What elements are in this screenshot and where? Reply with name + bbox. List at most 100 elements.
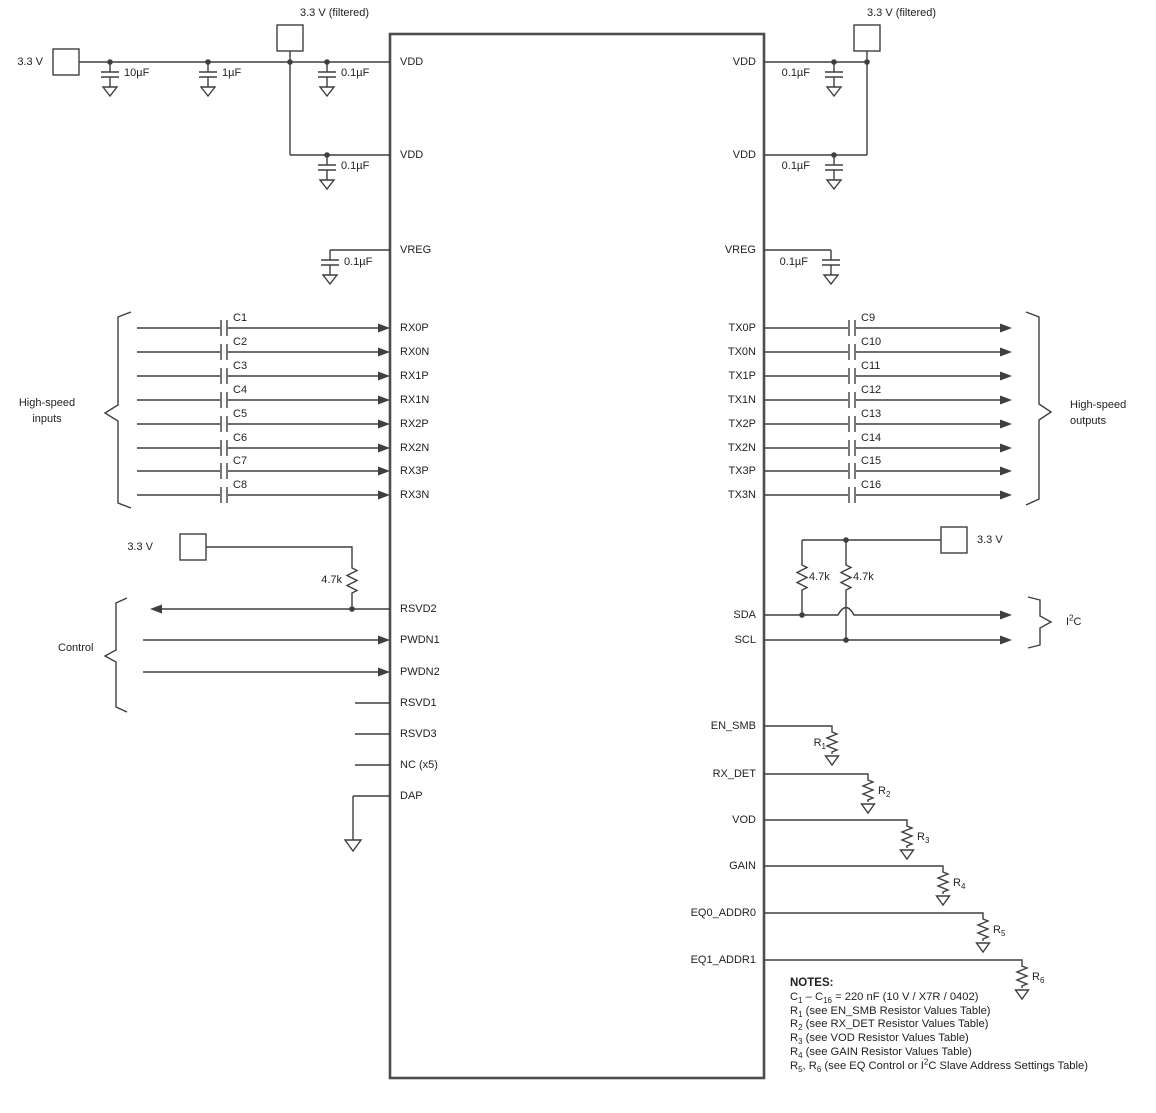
pin-label-rsvd3: RSVD3 bbox=[400, 728, 437, 740]
pullup-resistor-icon bbox=[346, 564, 358, 597]
label-r1: R1 bbox=[813, 737, 826, 752]
pin-label-rx0n: RX0N bbox=[400, 346, 430, 358]
label-r2: R2 bbox=[878, 785, 891, 800]
label-c5: C5 bbox=[233, 408, 248, 420]
left-power-network bbox=[52, 24, 390, 285]
label-c11: C11 bbox=[861, 360, 881, 372]
coupling-cap-icons bbox=[220, 320, 228, 503]
label-3v3-topleft: 3.3 V bbox=[17, 56, 43, 68]
label-c7: C7 bbox=[233, 455, 248, 467]
terminal-3v3-left bbox=[52, 48, 80, 76]
decoupling-cap-icon bbox=[824, 154, 844, 190]
terminal-3v3-filtered-right bbox=[853, 24, 881, 52]
label-c13: C13 bbox=[861, 408, 882, 420]
terminal-3v3-control bbox=[179, 533, 207, 561]
decoupling-cap-icon bbox=[317, 61, 337, 97]
pin-label-tx1p: TX1P bbox=[728, 370, 756, 382]
pin-label-rx3p: RX3P bbox=[400, 465, 429, 477]
label-c6: C6 bbox=[233, 432, 248, 444]
label-3v3-i2c: 3.3 V bbox=[977, 534, 1003, 546]
pin-label-vdd-r2: VDD bbox=[732, 149, 756, 161]
pin-label-vreg-l: VREG bbox=[400, 244, 432, 256]
pin-label-rsvd2: RSVD2 bbox=[400, 603, 437, 615]
pin-label-dap: DAP bbox=[400, 790, 423, 802]
note-line: R4 (see GAIN Resistor Values Table) bbox=[790, 1045, 972, 1061]
high-speed-input-lines bbox=[103, 311, 390, 509]
ic-body bbox=[388, 32, 766, 1080]
label-c4: C4 bbox=[233, 384, 248, 396]
notes-block: NOTES: C1 – C16 = 220 nF (10 V / X7R / 0… bbox=[790, 977, 1088, 1074]
label-high-speed-outputs: High-speed outputs bbox=[1070, 399, 1127, 427]
label-c10: C10 bbox=[861, 336, 882, 348]
resistor-to-ground-icon bbox=[975, 916, 991, 953]
control-brace bbox=[103, 597, 128, 713]
pin-label-nc: NC (x5) bbox=[400, 759, 438, 771]
pin-label-vod: VOD bbox=[732, 814, 756, 826]
label-c8: C8 bbox=[233, 479, 248, 491]
pin-label-sda: SDA bbox=[733, 609, 756, 621]
pin-label-rx3n: RX3N bbox=[400, 489, 430, 501]
label-c1: C1 bbox=[233, 312, 248, 324]
label-3v3-control: 3.3 V bbox=[127, 541, 153, 553]
pin-label-tx1n: TX1N bbox=[727, 394, 756, 406]
notes-heading: NOTES: bbox=[790, 977, 834, 989]
resistor-to-ground-icon bbox=[824, 729, 840, 766]
pin-label-pwdn1: PWDN1 bbox=[400, 634, 440, 646]
label-r4: R4 bbox=[953, 877, 966, 892]
config-resistor-ladder bbox=[764, 725, 1030, 1000]
pin-label-tx3p: TX3P bbox=[728, 465, 756, 477]
decoupling-cap-icon bbox=[821, 249, 841, 285]
label-cap-10uf: 10µF bbox=[124, 67, 150, 79]
label-i2c: I2C bbox=[1066, 613, 1082, 628]
label-47k-scl: 4.7k bbox=[853, 571, 874, 583]
label-cap-01uf: 0.1µF bbox=[781, 160, 810, 172]
label-cap-01uf: 0.1µF bbox=[341, 67, 370, 79]
pin-label-vreg-r: VREG bbox=[724, 244, 756, 256]
control-section bbox=[103, 533, 390, 853]
note-line: C1 – C16 = 220 nF (10 V / X7R / 0402) bbox=[790, 990, 979, 1006]
coupling-cap-icons bbox=[848, 320, 856, 503]
outputs-brace bbox=[1025, 311, 1053, 506]
label-3v3-filtered-left: 3.3 V (filtered) bbox=[300, 7, 370, 19]
label-control: Control bbox=[58, 642, 94, 654]
pin-label-rsvd1: RSVD1 bbox=[400, 697, 437, 709]
pin-label-rx1n: RX1N bbox=[400, 394, 430, 406]
resistor-to-ground-icon bbox=[899, 823, 915, 860]
label-c2: C2 bbox=[233, 336, 248, 348]
pullup-resistor-icon bbox=[840, 561, 852, 594]
i2c-brace bbox=[1027, 596, 1053, 649]
label-cap-1uf: 1µF bbox=[222, 67, 242, 79]
label-3v3-filtered-right: 3.3 V (filtered) bbox=[867, 7, 937, 19]
pin-label-tx2p: TX2P bbox=[728, 418, 756, 430]
label-r5: R5 bbox=[993, 924, 1006, 939]
label-47k-control: 4.7k bbox=[321, 574, 342, 586]
label-c9: C9 bbox=[861, 312, 876, 324]
label-cap-01uf: 0.1µF bbox=[341, 160, 370, 172]
pullup-resistor-icon bbox=[796, 561, 808, 594]
note-line: R2 (see RX_DET Resistor Values Table) bbox=[790, 1018, 989, 1033]
pin-label-eq1-addr1: EQ1_ADDR1 bbox=[690, 954, 756, 966]
pin-label-en-smb: EN_SMB bbox=[710, 720, 756, 732]
decoupling-cap-icon bbox=[317, 154, 337, 190]
resistor-to-ground-icon bbox=[860, 777, 876, 814]
pin-label-vdd-l1: VDD bbox=[400, 56, 424, 68]
pin-label-eq0-addr0: EQ0_ADDR0 bbox=[690, 907, 756, 919]
label-r6: R6 bbox=[1032, 971, 1045, 986]
label-cap-01uf: 0.1µF bbox=[781, 67, 810, 79]
pin-label-vdd-r1: VDD bbox=[732, 56, 756, 68]
label-c16: C16 bbox=[861, 479, 882, 491]
decoupling-cap-icon bbox=[320, 249, 340, 285]
cap-10uf-icon bbox=[100, 61, 120, 97]
label-cap-01uf: 0.1µF bbox=[779, 256, 808, 268]
pin-label-scl: SCL bbox=[734, 634, 756, 646]
resistor-to-ground-icon bbox=[935, 869, 951, 906]
high-speed-output-lines bbox=[764, 311, 1053, 506]
pin-label-rx-det: RX_DET bbox=[712, 768, 756, 780]
pin-label-vdd-l2: VDD bbox=[400, 149, 424, 161]
pin-label-pwdn2: PWDN2 bbox=[400, 666, 440, 678]
pin-label-rx2p: RX2P bbox=[400, 418, 429, 430]
label-47k-sda: 4.7k bbox=[809, 571, 830, 583]
label-c3: C3 bbox=[233, 360, 248, 372]
note-line: R3 (see VOD Resistor Values Table) bbox=[790, 1032, 969, 1047]
pin-label-tx0n: TX0N bbox=[727, 346, 756, 358]
